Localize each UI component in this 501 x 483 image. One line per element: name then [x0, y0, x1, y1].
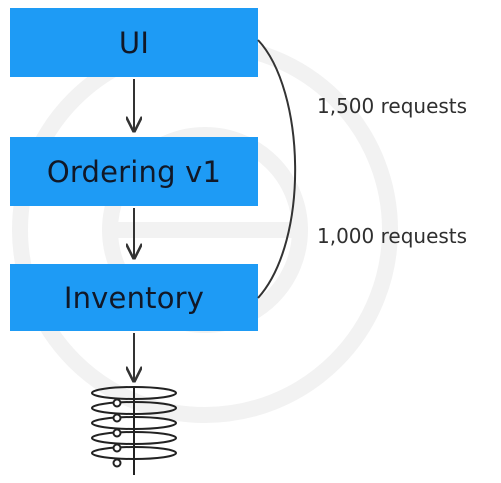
ui-node: UI: [10, 8, 258, 77]
ordering-v1-node: Ordering v1: [10, 137, 258, 206]
bottom-request-count-label: 1,000 requests: [317, 224, 468, 248]
inventory-node: Inventory: [10, 264, 258, 331]
ordering-v1-node-label: Ordering v1: [46, 154, 222, 189]
ui-node-label: UI: [118, 25, 150, 60]
top-request-count-label: 1,500 requests: [317, 94, 468, 118]
inventory-node-label: Inventory: [63, 280, 205, 315]
